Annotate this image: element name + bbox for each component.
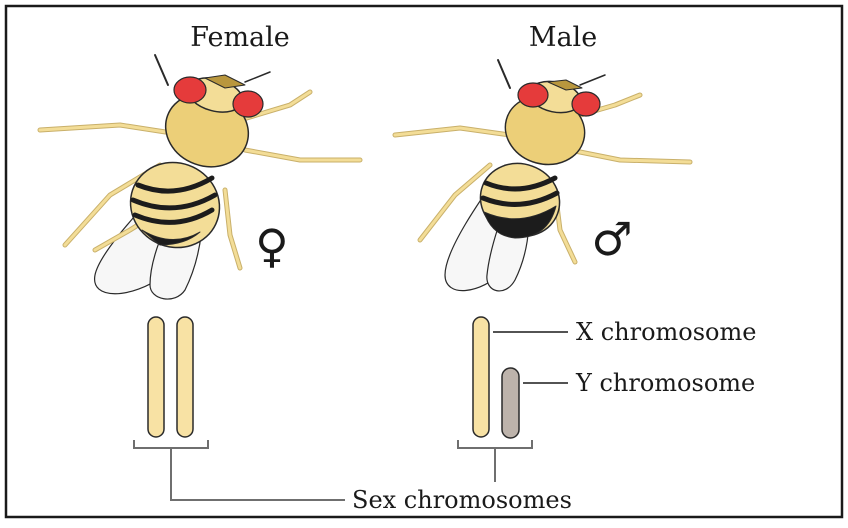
male-symbol: ♂ [591, 212, 632, 266]
x-chromosome-label: X chromosome [576, 318, 756, 346]
male-y-chromosome [502, 368, 519, 438]
female-x-chromosome-1 [148, 317, 164, 437]
male-title: Male [529, 22, 597, 53]
male-x-chromosome [473, 317, 489, 437]
male-right-eye [572, 92, 600, 116]
female-title: Female [190, 22, 290, 53]
female-left-eye [174, 77, 206, 103]
female-x-chromosome-2 [177, 317, 193, 437]
male-left-eye [518, 83, 548, 107]
female-right-eye [233, 91, 263, 117]
sex-chromosomes-label: Sex chromosomes [352, 486, 572, 514]
y-chromosome-label: Y chromosome [575, 369, 755, 397]
female-symbol: ♀ [255, 219, 289, 273]
